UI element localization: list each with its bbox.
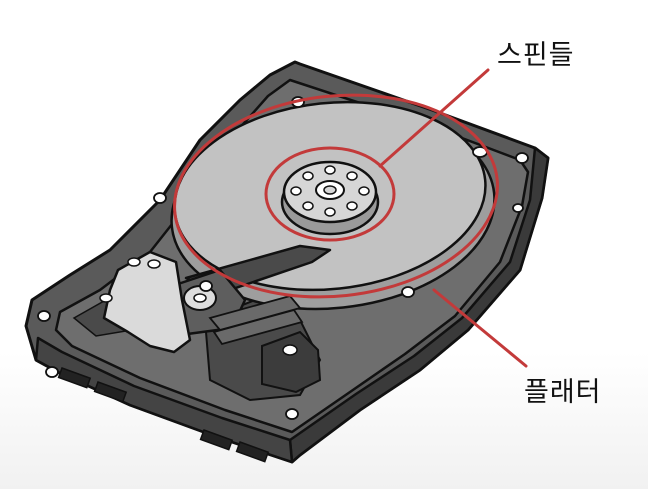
platter-label: 플래터 xyxy=(524,377,602,408)
platter-leader-line xyxy=(432,288,528,368)
chassis-screws xyxy=(37,96,529,420)
drive-side-wall xyxy=(288,146,550,464)
spindle-label: 스핀들 xyxy=(497,40,575,71)
voice-coil-magnet xyxy=(102,250,192,354)
magnet-screw xyxy=(99,293,113,303)
head-ramp xyxy=(261,330,322,394)
spindle-highlight-ring xyxy=(264,146,396,242)
magnet-screw xyxy=(127,257,141,267)
magnet-screw xyxy=(147,259,161,269)
drive-connector-ribs xyxy=(57,367,270,463)
spindle-hub xyxy=(280,160,380,236)
head-ramp-pin xyxy=(282,344,298,356)
platter-highlight-ring xyxy=(173,93,499,299)
spindle-leader-line xyxy=(378,68,490,168)
